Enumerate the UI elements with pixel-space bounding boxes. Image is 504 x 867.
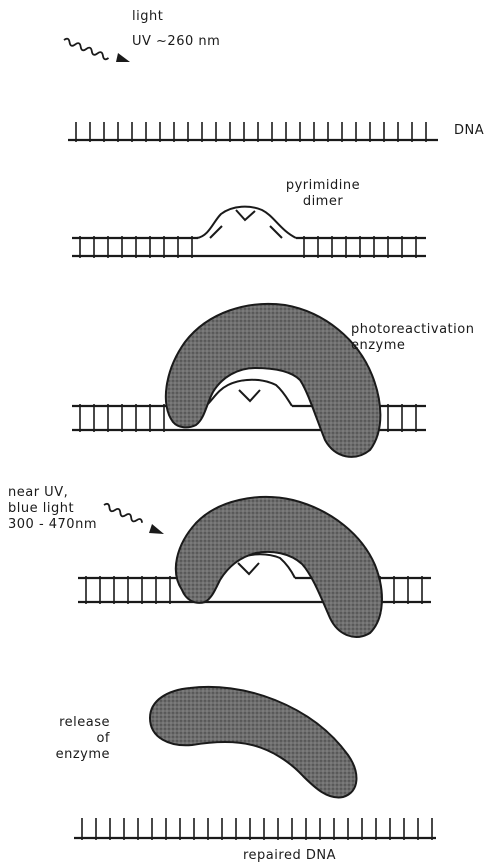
dna-helix-damaged: [72, 236, 426, 258]
release-label-line2: of: [20, 731, 110, 747]
enzyme-activated: [176, 497, 382, 637]
light-label: light: [132, 9, 163, 25]
near-uv-label-line3: 300 - 470nm: [8, 517, 97, 533]
dimer-label-line1: pyrimidine: [268, 178, 378, 194]
uv-wavelength-label: UV ~260 nm: [132, 34, 220, 50]
dna-helix-intact: [68, 122, 438, 142]
photoreactivation-enzyme: [166, 304, 381, 457]
enzyme-label-line1: photoreactivation: [351, 322, 474, 338]
release-label-line1: release: [20, 715, 110, 731]
uv-light-arrow: [63, 38, 130, 62]
near-uv-label-line2: blue light: [8, 501, 74, 517]
dna-label: DNA: [454, 123, 484, 139]
near-uv-label-line1: near UV,: [8, 485, 68, 501]
release-label-line3: enzyme: [20, 747, 110, 763]
dimer-label-line2: dimer: [268, 194, 378, 210]
released-enzyme: [150, 687, 356, 798]
blue-light-arrow: [103, 503, 164, 534]
dna-helix-repaired: [74, 818, 436, 840]
repaired-dna-label: repaired DNA: [243, 848, 336, 864]
pyrimidine-dimer: [197, 207, 296, 238]
enzyme-label-line2: enzyme: [351, 338, 405, 354]
